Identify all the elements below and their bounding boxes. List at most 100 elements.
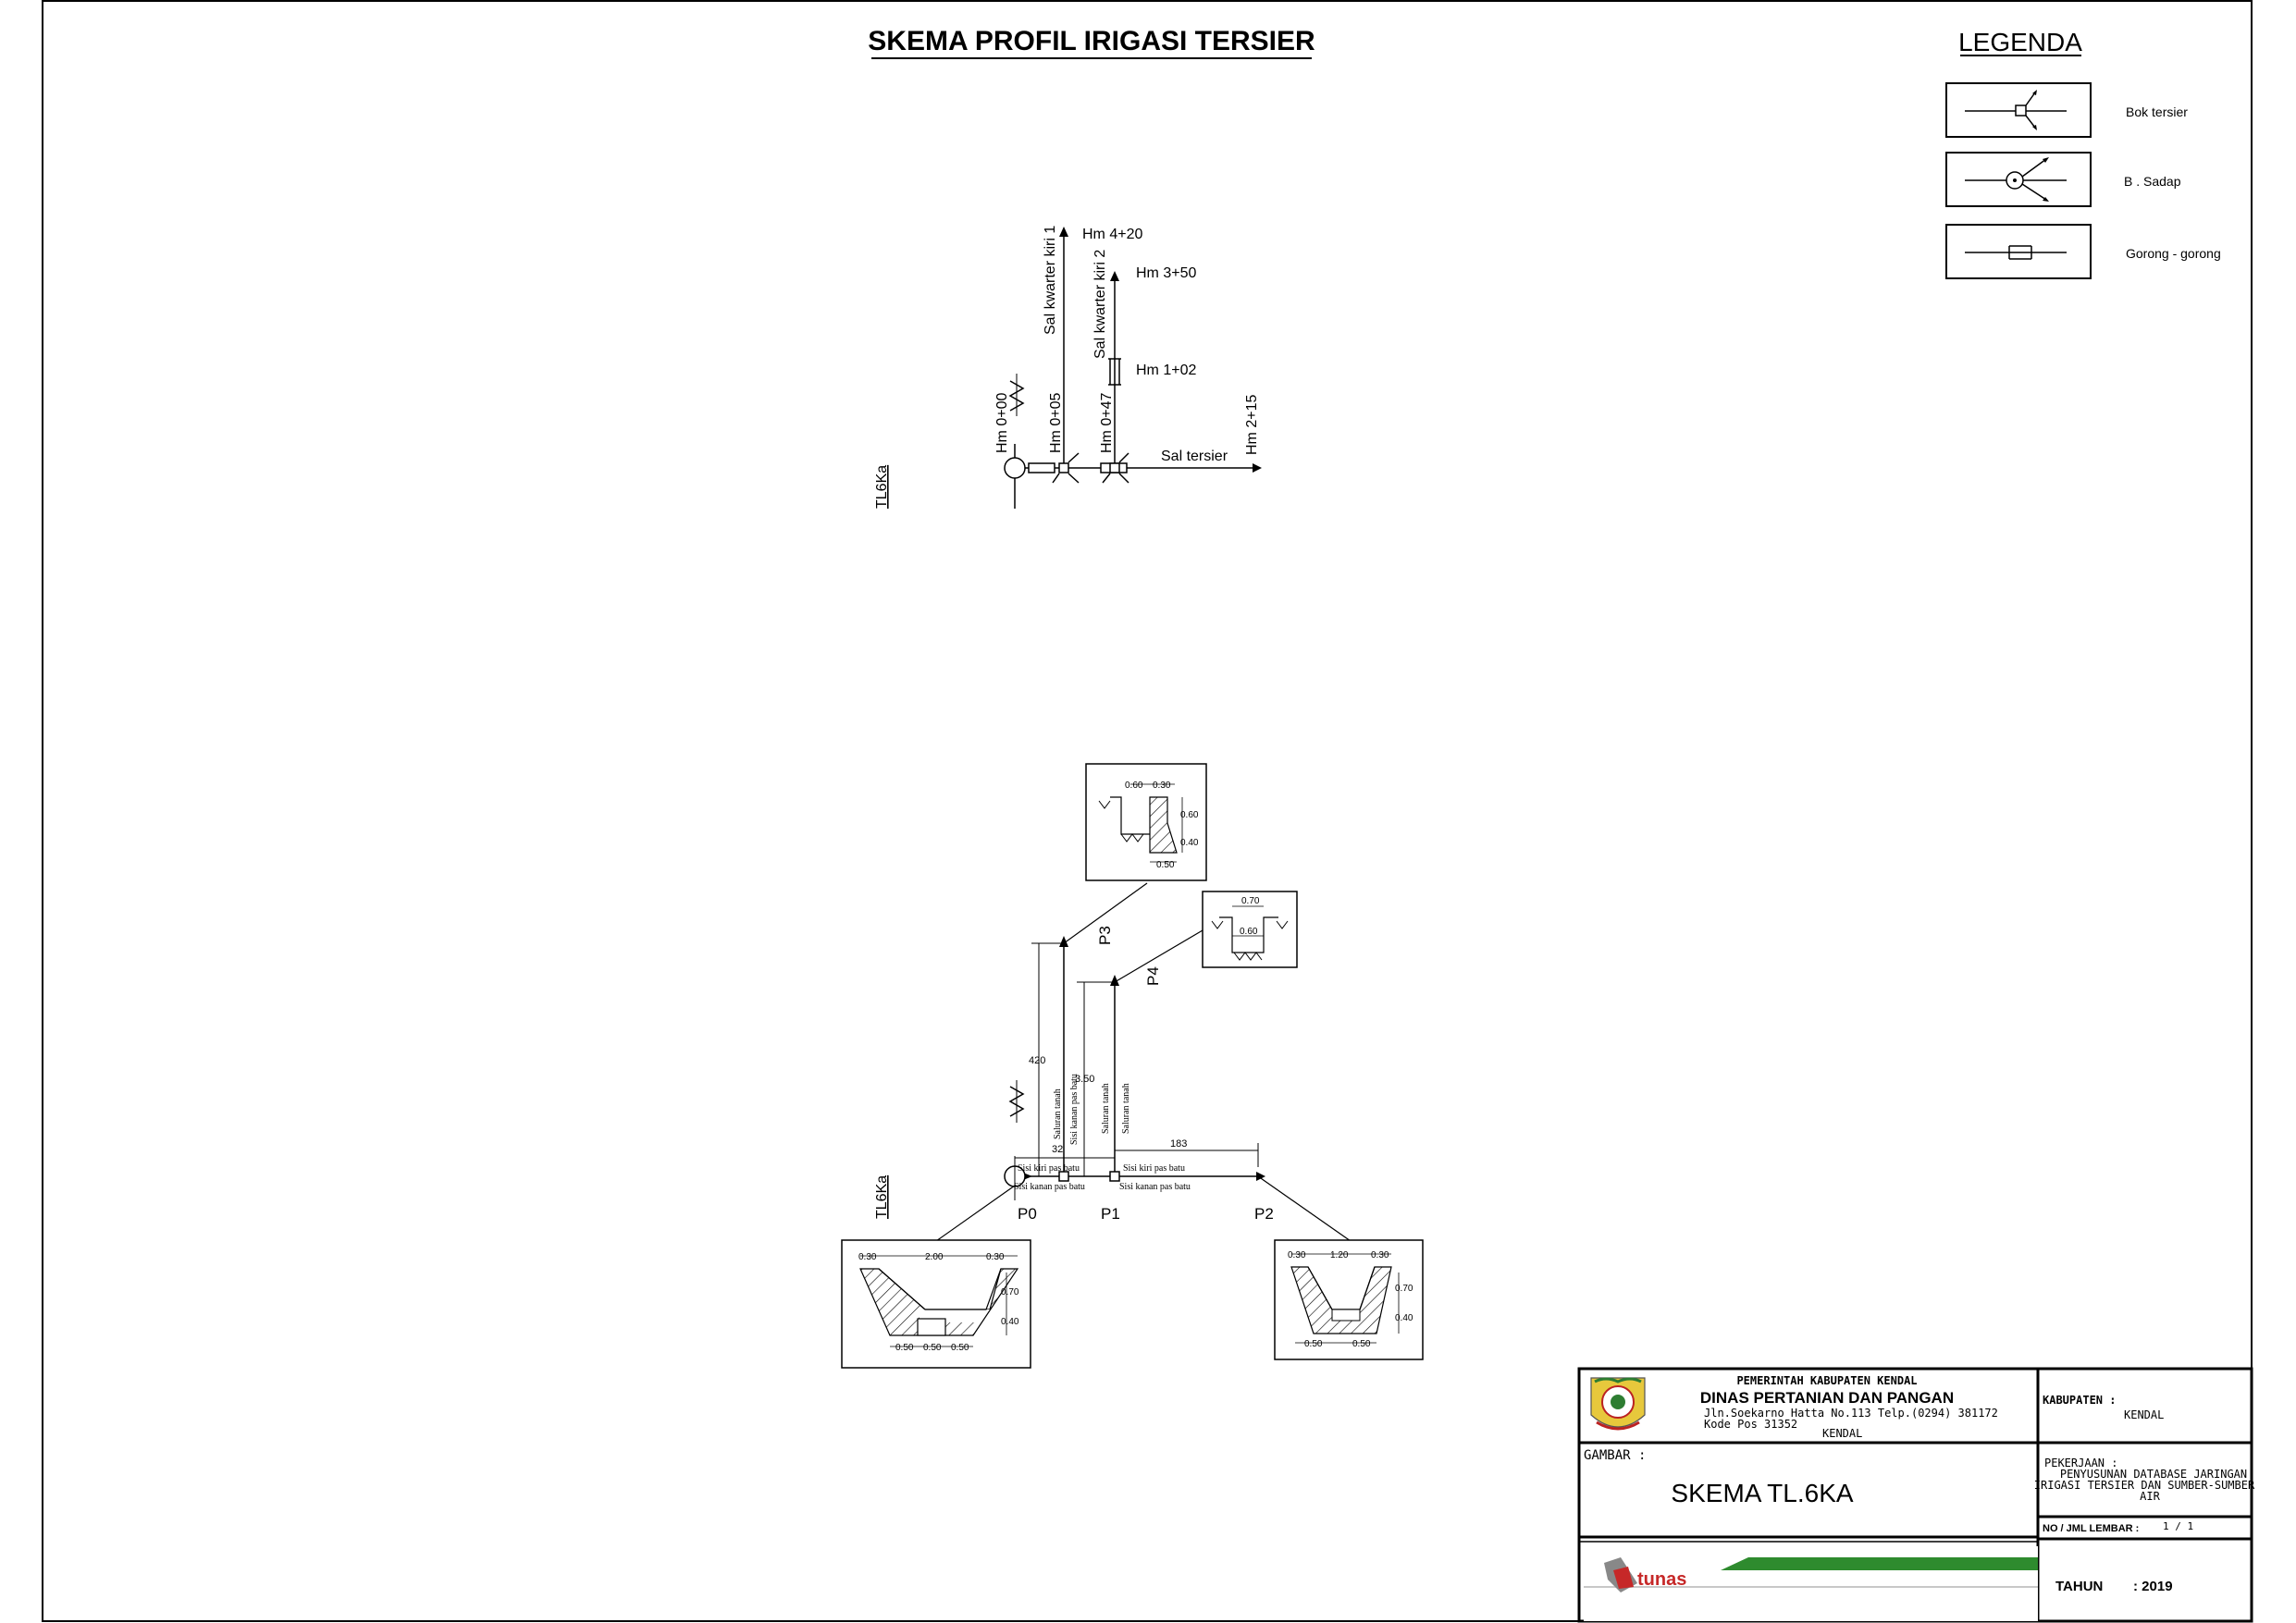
profile-labels: TL6Ka P0 P1 P2 P3 P4 420 3.50 32 183 Sal… (874, 926, 1274, 1223)
hm-1-02-label: Hm 1+02 (1136, 363, 1196, 378)
kendal-emblem-icon (1590, 1377, 1646, 1431)
sheet-border (42, 0, 2253, 1622)
gambar-label: GAMBAR : (1584, 1448, 1646, 1463)
culvert-kwarter-2 (1108, 358, 1121, 386)
p3-bottom: 0.50 (1156, 860, 1175, 870)
p2-left: 0.30 (1288, 1250, 1306, 1260)
sisi-kiri-left: Sisi kiri pas batu (1018, 1163, 1080, 1174)
culvert-main-1 (1028, 462, 1055, 473)
p0-b3: 0.50 (951, 1343, 969, 1353)
p2-right: 0.30 (1371, 1250, 1389, 1260)
hm-2-15-label: Hm 2+15 (1244, 395, 1260, 455)
dim-420: 420 (1029, 1055, 1045, 1066)
p0-top: 2.00 (925, 1252, 944, 1262)
p2-b2: 0.50 (1352, 1339, 1371, 1349)
legend: LEGENDA Bok tersier (1945, 28, 2221, 279)
kabupaten-value: KENDAL (2124, 1408, 2164, 1421)
bok-tersier-icon (1965, 90, 2067, 130)
leader-p4 (1114, 929, 1204, 983)
p3-top-b: 0.30 (1153, 781, 1171, 791)
tahun-label: TAHUN (2055, 1579, 2103, 1594)
dim-32: 32 (1052, 1144, 1063, 1155)
lembar-label: NO / JML LEMBAR : (2043, 1523, 2139, 1534)
point-p1: P1 (1101, 1205, 1120, 1223)
pekerjaan-label: PEKERJAAN : (2044, 1457, 2117, 1469)
leader-p2 (1257, 1175, 1352, 1242)
dim-350: 3.50 (1075, 1074, 1094, 1085)
pekerjaan-line3: AIR (2140, 1490, 2160, 1503)
agency-line5: KENDAL (1822, 1427, 1862, 1440)
drawing-title: SKEMA PROFIL IRIGASI TERSIER (868, 26, 1315, 56)
irrigation-schema (1004, 227, 1262, 509)
legend-item-bangunan-sadap: B . Sadap (1945, 152, 2181, 207)
sadap-intake-circle (1004, 457, 1026, 479)
p3-h2: 0.40 (1180, 838, 1199, 848)
tunas-logo: tunas (1584, 1546, 2038, 1621)
pekerjaan-line1: PENYUSUNAN DATABASE JARINGAN (2060, 1468, 2247, 1481)
gambar-value: SKEMA TL.6KA (1671, 1479, 1853, 1507)
leader-p0 (935, 1185, 1016, 1242)
gorong-gorong-icon (1965, 245, 2067, 260)
flow-direction-symbol (1008, 380, 1025, 412)
hm-4-20-label: Hm 4+20 (1082, 227, 1142, 242)
p0-b1: 0.50 (895, 1343, 914, 1353)
schema-labels: TL6Ka Hm 0+00 Hm 0+05 Hm 0+47 Hm 2+15 Sa… (874, 226, 1260, 509)
profile-schema (935, 882, 1352, 1242)
cross-section-p3: 0.60 0.30 0.60 0.40 0.50 (1085, 763, 1207, 881)
profile-flow-symbol (1008, 1086, 1025, 1117)
p4-width: 0.70 (1241, 896, 1260, 906)
hm-0-00-label: Hm 0+00 (994, 393, 1010, 453)
legend-label-bok-tersier: Bok tersier (2126, 105, 2188, 119)
agency-line4: Kode Pos 31352 (1704, 1418, 1797, 1431)
tahun-value: : 2019 (2133, 1579, 2173, 1594)
tertiary-arrowhead (1253, 463, 1262, 473)
legend-label-gorong-gorong: Gorong - gorong (2126, 246, 2221, 261)
p2-h2: 0.40 (1395, 1313, 1413, 1323)
cross-section-p4: 0.70 0.60 (1202, 891, 1298, 968)
hm-0-47-label: Hm 0+47 (1099, 393, 1115, 453)
tunas-logo-text: tunas (1637, 1569, 1686, 1590)
kabupaten-label: KABUPATEN : (2043, 1394, 2116, 1407)
pekerjaan-line2: IRIGASI TERSIER DAN SUMBER-SUMBER (2034, 1479, 2255, 1492)
bangunan-sadap-icon (1965, 157, 2067, 202)
legend-label-bangunan-sadap: B . Sadap (2124, 174, 2181, 189)
bok-tersier-kwarter-2 (1109, 462, 1120, 473)
kwarter-2-label: Sal kwarter kiri 2 (1092, 250, 1108, 359)
agency-line2: DINAS PERTANIAN DAN PANGAN (1700, 1389, 1954, 1407)
p0-b2: 0.50 (923, 1343, 942, 1353)
legend-heading: LEGENDA (1958, 28, 2082, 56)
hm-0-05-label: Hm 0+05 (1048, 393, 1064, 453)
point-p4: P4 (1144, 966, 1162, 986)
sisi-kanan-p3: Sisi kanan pas batu (1069, 1074, 1080, 1145)
saluran-tanah-p4: Saluran tanah (1101, 1083, 1111, 1134)
p2-b1: 0.50 (1304, 1339, 1323, 1349)
p2-h1: 0.70 (1395, 1284, 1413, 1294)
kwarter-2-arrowhead (1110, 271, 1119, 281)
schema-id-label: TL6Ka (874, 465, 890, 509)
p0-left: 0.30 (858, 1252, 877, 1262)
kwarter-1-label: Sal kwarter kiri 1 (1043, 226, 1058, 335)
dim-183: 183 (1170, 1138, 1187, 1150)
sisi-kiri-right: Sisi kiri pas batu (1123, 1163, 1185, 1174)
profile-id-label: TL6Ka (874, 1175, 890, 1219)
sisi-kanan-right: Sisi kanan pas batu (1119, 1182, 1191, 1192)
tertiary-canal-label: Sal tersier (1161, 449, 1228, 464)
kwarter-1-arrowhead (1059, 227, 1068, 237)
point-p2: P2 (1254, 1205, 1274, 1223)
point-p3: P3 (1096, 926, 1114, 945)
agency-line1: PEMERINTAH KABUPATEN KENDAL (1736, 1374, 1917, 1387)
agency-line3: Jln.Soekarno Hatta No.113 Telp.(0294) 38… (1704, 1407, 1998, 1420)
p0-h1: 0.70 (1001, 1287, 1019, 1297)
point-p0: P0 (1018, 1205, 1037, 1223)
legend-item-bok-tersier: Bok tersier (1945, 82, 2188, 138)
p4-height: 0.60 (1240, 927, 1258, 937)
p3-h1: 0.60 (1180, 810, 1199, 820)
saluran-tanah-p3: Saluran tanah (1053, 1088, 1063, 1139)
cross-section-p0: 0.30 2.00 0.30 0.70 0.40 0.50 0.50 0.50 (841, 1239, 1031, 1369)
saluran-tanah-p4b: Saluran tanah (1121, 1083, 1131, 1134)
sisi-kanan-left: Sisi kanan pas batu (1014, 1182, 1085, 1192)
p3-top-a: 0.60 (1125, 781, 1143, 791)
p0-right: 0.30 (986, 1252, 1005, 1262)
p2-top: 1.20 (1330, 1250, 1349, 1260)
